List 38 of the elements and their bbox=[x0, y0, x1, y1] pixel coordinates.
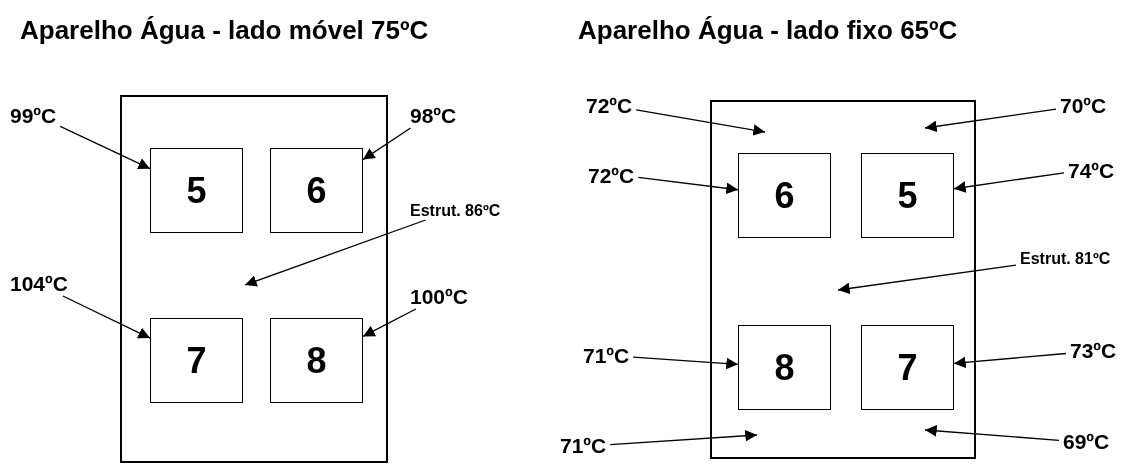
leader-arrow bbox=[362, 127, 412, 161]
temperature-label: 71ºC bbox=[583, 344, 630, 368]
temperature-label: 72ºC bbox=[586, 94, 633, 118]
cavity-box: 7 bbox=[150, 318, 243, 403]
temperature-label: 99ºC bbox=[10, 104, 57, 128]
leader-arrow bbox=[924, 425, 1060, 441]
leader-arrow bbox=[953, 352, 1067, 369]
leader-arrow bbox=[59, 125, 151, 170]
cavity-box: 6 bbox=[738, 153, 831, 238]
temperature-label: 71ºC bbox=[560, 434, 607, 458]
cavity-box: 7 bbox=[861, 325, 954, 410]
temperature-label: 73ºC bbox=[1070, 339, 1117, 363]
leader-arrow bbox=[632, 356, 739, 370]
cavity-box: 5 bbox=[150, 148, 243, 233]
plate-title: Aparelho Água - lado móvel 75ºC bbox=[20, 15, 429, 46]
temperature-label: 72ºC bbox=[588, 164, 635, 188]
leader-arrow bbox=[953, 172, 1065, 193]
leader-arrow bbox=[609, 429, 758, 446]
leader-arrow bbox=[62, 295, 151, 339]
cavity-box: 8 bbox=[738, 325, 831, 410]
temperature-label: Estrut. 81ºC bbox=[1020, 250, 1111, 268]
temperature-label: 69ºC bbox=[1063, 430, 1110, 454]
leader-arrow bbox=[924, 108, 1057, 133]
cavity-box: 5 bbox=[861, 153, 954, 238]
leader-arrow bbox=[837, 264, 1017, 295]
leader-arrow bbox=[635, 109, 766, 136]
temperature-label: 70ºC bbox=[1060, 94, 1107, 118]
temperature-label: Estrut. 86ºC bbox=[410, 202, 501, 220]
plate-title: Aparelho Água - lado fixo 65ºC bbox=[578, 15, 958, 46]
temperature-label: 100ºC bbox=[410, 285, 468, 309]
leader-arrow bbox=[244, 219, 427, 287]
cavity-box: 8 bbox=[270, 318, 363, 403]
cavity-box: 6 bbox=[270, 148, 363, 233]
temperature-label: 104ºC bbox=[10, 272, 68, 296]
leader-arrow bbox=[362, 308, 417, 338]
temperature-label: 74ºC bbox=[1068, 159, 1115, 183]
leader-arrow bbox=[637, 176, 739, 195]
temperature-label: 98ºC bbox=[410, 104, 457, 128]
